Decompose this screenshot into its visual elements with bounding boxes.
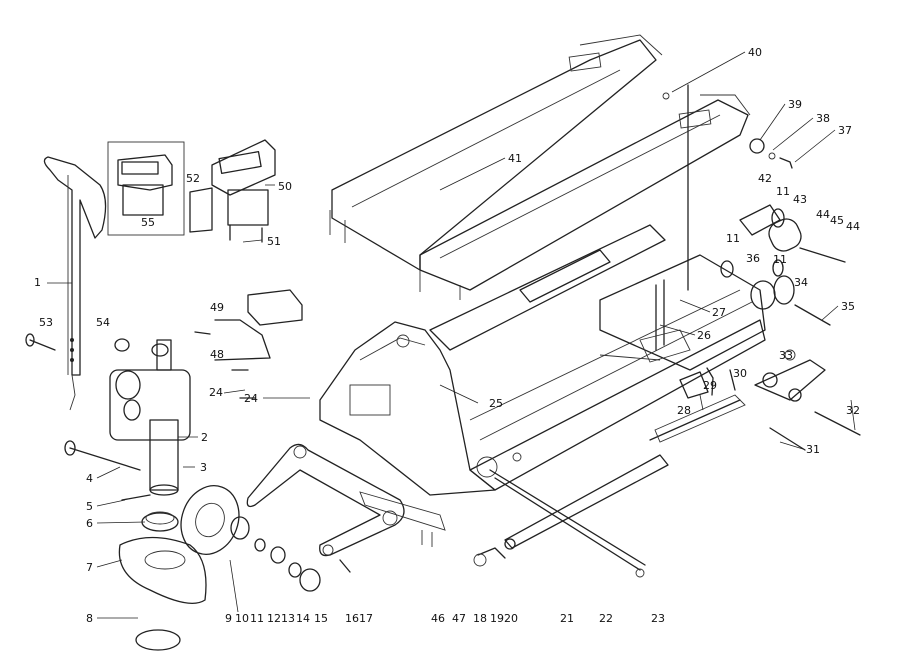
part-label-55: 55 [141,216,155,229]
part-label-4: 4 [86,472,93,485]
part-label-1: 1 [34,276,41,289]
part-label-40: 40 [748,46,762,59]
part-label-29: 29 [703,379,717,392]
push-rods [473,394,746,578]
part-label-54: 54 [96,316,110,329]
battery-49 [194,289,303,399]
indicator-display-55 [107,141,185,236]
part-label-11: 11 [250,612,264,625]
pump-sub-54 [114,338,169,357]
part-label-9: 9 [225,612,232,625]
part-label-17: 17 [359,612,373,625]
pump-frame [319,224,766,496]
part-label-18: 18 [473,612,487,625]
part-label-52: 52 [186,172,200,185]
part-label-44b: 44 [846,220,860,233]
part-label-10: 10 [235,612,249,625]
handle [25,156,107,411]
part-label-7: 7 [86,561,93,574]
part-label-16: 16 [345,612,359,625]
steering-wheel-set [180,485,321,592]
part-label-45: 45 [830,214,844,227]
part-label-21: 21 [560,612,574,625]
part-label-13: 13 [281,612,295,625]
part-label-22: 22 [599,612,613,625]
part-label-43: 43 [793,193,807,206]
part-label-24b: 24 [244,392,258,405]
part-label-12: 12 [267,612,281,625]
part-label-36: 36 [746,252,760,265]
part-label-41: 41 [508,152,522,165]
part-label-31: 31 [806,443,820,456]
part-label-38: 38 [816,112,830,125]
part-label-14: 14 [296,612,310,625]
part-label-23: 23 [651,612,665,625]
part-label-51: 51 [267,235,281,248]
part-label-26: 26 [697,329,711,342]
part-label-11d: 11 [773,253,787,266]
part-label-30: 30 [733,367,747,380]
part-label-8: 8 [86,612,93,625]
part-label-15: 15 [314,612,328,625]
part-label-11c: 11 [726,232,740,245]
lift-linkage [246,443,446,573]
roller-assembly [662,92,861,451]
part-label-19: 19 [490,612,504,625]
part-label-25: 25 [489,397,503,410]
part-label-37: 37 [838,124,852,137]
part-label-2: 2 [201,431,208,444]
part-label-35: 35 [841,300,855,313]
part-label-32: 32 [846,404,860,417]
leader-lines [47,51,856,619]
linkage-parts [599,84,736,399]
part-label-48: 48 [210,348,224,361]
part-label-11b: 11 [776,185,790,198]
part-label-42: 42 [758,172,772,185]
part-label-50: 50 [278,180,292,193]
part-label-27: 27 [712,306,726,319]
hydraulic-pump [64,339,207,651]
part-label-47: 47 [452,612,466,625]
part-label-5: 5 [86,500,93,513]
battery-pack-52 [189,187,213,233]
fork-cover [329,34,751,300]
part-label-49: 49 [210,301,224,314]
part-label-3: 3 [200,461,207,474]
part-labels: 1 2 3 4 5 6 7 8 9 10 11 12 13 14 15 16 1… [34,46,860,625]
part-label-34: 34 [794,276,808,289]
part-label-28: 28 [677,404,691,417]
part-label-39: 39 [788,98,802,111]
part-label-44a: 44 [816,208,830,221]
part-label-6: 6 [86,517,93,530]
part-label-46: 46 [431,612,445,625]
part-label-24a: 24 [209,386,223,399]
part-label-33: 33 [779,349,793,362]
part-label-20: 20 [504,612,518,625]
part-label-53: 53 [39,316,53,329]
indicator-display-50 [211,139,276,243]
